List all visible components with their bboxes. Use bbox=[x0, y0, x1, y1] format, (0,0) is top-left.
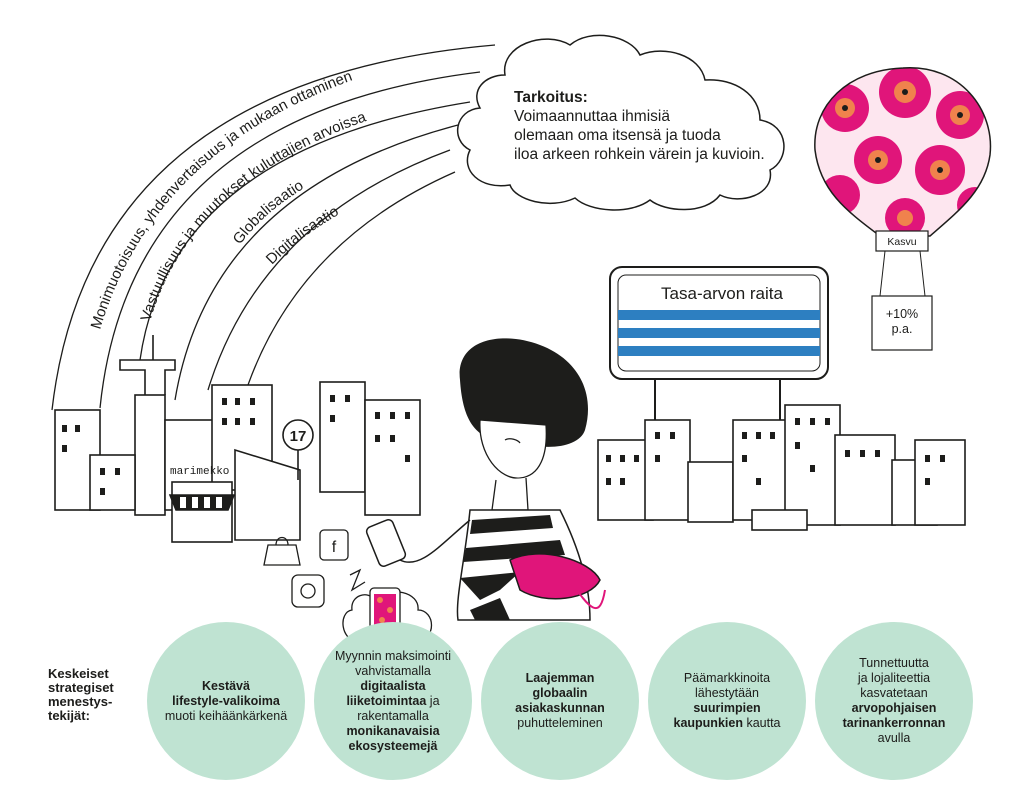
woman-figure bbox=[365, 338, 606, 621]
right-city bbox=[597, 404, 966, 531]
instagram-icon bbox=[291, 574, 325, 608]
street-sign-number: 17 bbox=[290, 428, 307, 445]
equality-billboard bbox=[609, 266, 829, 420]
shopping-bag-icon bbox=[263, 536, 301, 566]
purpose-line-1: Voimaannuttaa ihmisiä bbox=[514, 108, 670, 125]
purpose-text: Tarkoitus: Voimaannuttaa ihmisiä olemaan… bbox=[514, 88, 784, 164]
purpose-line-3: iloa arkeen rohkein värein ja kuvioin. bbox=[514, 146, 765, 163]
balloon-growth: +10% p.a. bbox=[872, 307, 932, 337]
purpose-cloud bbox=[456, 34, 785, 211]
factors-label: Keskeiset strategiset menestys- tekijät: bbox=[48, 667, 114, 723]
growth-period: p.a. bbox=[891, 322, 913, 336]
shop-sign: marimekko bbox=[170, 466, 230, 478]
signal-zigzag bbox=[349, 568, 366, 592]
right-city-windows bbox=[606, 418, 945, 485]
arc-lines bbox=[51, 44, 496, 411]
balloon-label: Kasvu bbox=[887, 236, 917, 248]
growth-rate: +10% bbox=[885, 307, 919, 321]
purpose-title: Tarkoitus: bbox=[514, 89, 588, 106]
factors-label-line: strategiset bbox=[48, 680, 114, 695]
left-city bbox=[54, 335, 421, 543]
facebook-icon: f bbox=[319, 529, 349, 561]
left-city-windows bbox=[62, 395, 410, 495]
svg-text:f: f bbox=[332, 539, 337, 556]
factors-label-line: menestys- bbox=[48, 694, 113, 709]
purpose-line-2: olemaan oma itsensä ja tuoda bbox=[514, 127, 721, 144]
factors-label-line: tekijät: bbox=[48, 708, 90, 723]
factors-label-line: Keskeiset bbox=[48, 666, 109, 681]
billboard-title: Tasa-arvon raita bbox=[661, 284, 783, 303]
